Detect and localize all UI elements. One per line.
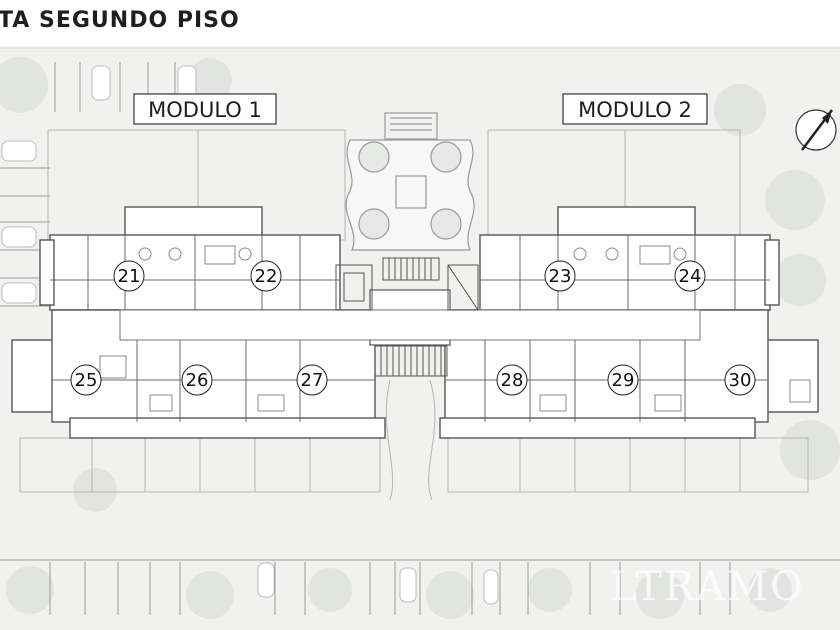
parked-cars-left bbox=[1, 140, 37, 304]
car-icon bbox=[1, 282, 37, 304]
floor-plan: MODULO 1 MODULO 2 21 22 23 24 25 26 bbox=[0, 46, 840, 630]
unit-markers: 21 22 23 24 25 26 27 28 bbox=[70, 260, 756, 396]
unit-number: 29 bbox=[612, 370, 635, 391]
tree-icon bbox=[774, 254, 826, 306]
car-icon bbox=[1, 226, 37, 248]
unit-marker: 24 bbox=[674, 260, 706, 292]
tree-icon bbox=[528, 568, 572, 612]
car-icon bbox=[399, 567, 417, 603]
staircase-icon bbox=[335, 257, 479, 377]
unit-marker: 21 bbox=[113, 260, 145, 292]
unit-number: 26 bbox=[186, 370, 209, 391]
unit-number: 23 bbox=[549, 266, 572, 287]
interior-walls bbox=[50, 235, 770, 422]
module-2-label: MODULO 2 bbox=[562, 93, 708, 125]
tree-icon bbox=[358, 141, 390, 173]
tree-icon bbox=[748, 568, 792, 612]
module-1-label: MODULO 1 bbox=[133, 93, 277, 125]
parked-cars-top bbox=[91, 65, 197, 101]
unit-number: 28 bbox=[501, 370, 524, 391]
unit-number: 30 bbox=[729, 370, 752, 391]
furniture bbox=[99, 245, 811, 412]
car-icon bbox=[1, 140, 37, 162]
tree-icon bbox=[636, 571, 684, 619]
page-title: TA SEGUNDO PISO bbox=[0, 8, 240, 33]
tree-icon bbox=[186, 571, 234, 619]
tree-icon bbox=[765, 170, 825, 230]
car-icon bbox=[483, 569, 499, 605]
unit-number: 24 bbox=[679, 266, 702, 287]
tree-icon bbox=[714, 84, 766, 136]
unit-marker: 27 bbox=[296, 364, 328, 396]
tree-icon bbox=[426, 571, 474, 619]
unit-number: 27 bbox=[301, 370, 324, 391]
unit-marker: 29 bbox=[607, 364, 639, 396]
parking-bottom bbox=[0, 559, 840, 615]
unit-number: 21 bbox=[118, 266, 141, 287]
module-1-label-text: MODULO 1 bbox=[148, 98, 262, 122]
corridor bbox=[119, 289, 701, 346]
unit-marker: 26 bbox=[181, 364, 213, 396]
unit-marker: 25 bbox=[70, 364, 102, 396]
watermark: LTRAMO bbox=[610, 564, 805, 610]
tree-icon bbox=[430, 141, 462, 173]
tree-icon bbox=[308, 568, 352, 612]
module-2-label-text: MODULO 2 bbox=[578, 98, 692, 122]
parked-cars-bottom bbox=[257, 562, 499, 605]
tree-icon bbox=[358, 208, 390, 240]
module-1-building bbox=[11, 206, 386, 439]
central-courtyard bbox=[345, 112, 475, 251]
car-icon bbox=[257, 562, 275, 598]
tree-icon bbox=[6, 566, 54, 614]
module-2-building bbox=[439, 206, 819, 439]
tree-icon bbox=[430, 208, 462, 240]
tree-icon bbox=[188, 58, 232, 102]
unit-marker: 30 bbox=[724, 364, 756, 396]
tree-icon bbox=[73, 468, 117, 512]
north-arrow-icon bbox=[795, 109, 837, 151]
parking-top bbox=[54, 62, 176, 112]
title-bar: TA SEGUNDO PISO bbox=[0, 0, 840, 46]
unit-marker: 28 bbox=[496, 364, 528, 396]
tree-icon bbox=[0, 57, 48, 113]
tree-icon bbox=[780, 420, 840, 480]
car-icon bbox=[91, 65, 111, 101]
unit-marker: 22 bbox=[250, 260, 282, 292]
unit-marker: 23 bbox=[544, 260, 576, 292]
unit-number: 22 bbox=[255, 266, 278, 287]
unit-number: 25 bbox=[75, 370, 98, 391]
vegetation bbox=[0, 57, 840, 619]
